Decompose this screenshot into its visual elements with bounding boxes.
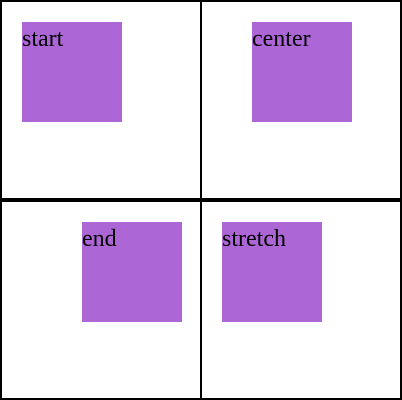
cell-center: center <box>200 0 402 200</box>
start-box: start <box>22 22 122 122</box>
center-box: center <box>252 22 352 122</box>
start-label: start <box>22 26 64 52</box>
cell-stretch: stretch <box>200 200 402 400</box>
stretch-box: stretch <box>222 222 322 322</box>
end-label: end <box>82 226 117 252</box>
center-label: center <box>252 26 311 52</box>
cell-end: end <box>0 200 202 400</box>
end-box: end <box>82 222 182 322</box>
stretch-label: stretch <box>222 226 286 252</box>
cell-start: start <box>0 0 202 200</box>
